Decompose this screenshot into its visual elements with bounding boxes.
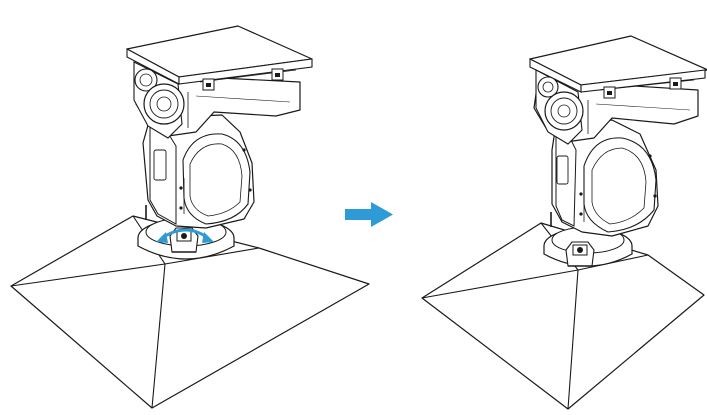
step-before (10, 25, 370, 409)
camera-housing-right (529, 35, 707, 145)
step-after (421, 35, 707, 410)
curved-double-arrow-icon (156, 228, 214, 243)
pedestal-left (10, 215, 370, 409)
camera-housing-left (126, 25, 313, 139)
clamp-knob-right (565, 241, 595, 267)
right-arrow-icon (345, 202, 393, 227)
pan-tilt-body-right (551, 119, 659, 237)
pan-tilt-body-left (142, 114, 255, 229)
clamp-knob-left (169, 227, 199, 253)
